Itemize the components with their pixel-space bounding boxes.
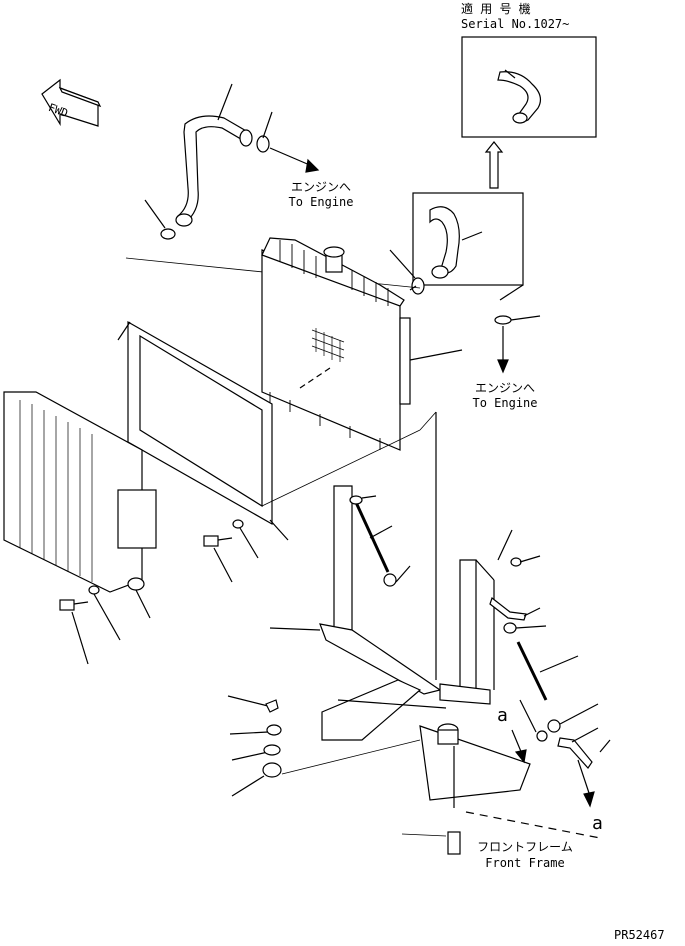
serial-heading-jp: 適 用 号 機 [461,2,531,16]
nut-washer-stack [227,695,421,797]
to-engine-lower-jp: エンジンへ [474,381,535,395]
fan-shroud-frame [117,320,437,526]
front-frame-en: Front Frame [485,856,565,870]
reference-mark-a-upper: a [497,705,508,726]
mounting-bolt-icon [59,519,289,665]
stay-rod [349,495,411,587]
lower-mount [321,679,601,855]
reference-arrow-icon [511,729,527,764]
to-engine-upper-jp: エンジンへ [290,180,351,194]
side-cooler [3,391,157,619]
to-engine-upper-en: To Engine [288,195,354,209]
upgrade-arrow-icon [484,141,504,189]
fwd-arrow-icon [41,78,102,127]
upper-hose [175,83,253,227]
reference-mark-a-lower: a [592,813,603,834]
drawing-number: PR52467 [614,928,665,942]
to-engine-lower-en: To Engine [472,396,538,410]
serial-inset-box [461,36,597,138]
radiator-support-bracket [269,412,442,695]
radiator-core [261,237,463,451]
right-support-bracket [439,529,611,808]
front-frame-jp: フロントフレーム [477,840,573,854]
serial-heading-en: Serial No.1027~ [461,17,570,31]
hose-clamp-icon [494,315,541,374]
old-hose-box [412,192,524,301]
hose-clamp-icon [125,111,425,295]
